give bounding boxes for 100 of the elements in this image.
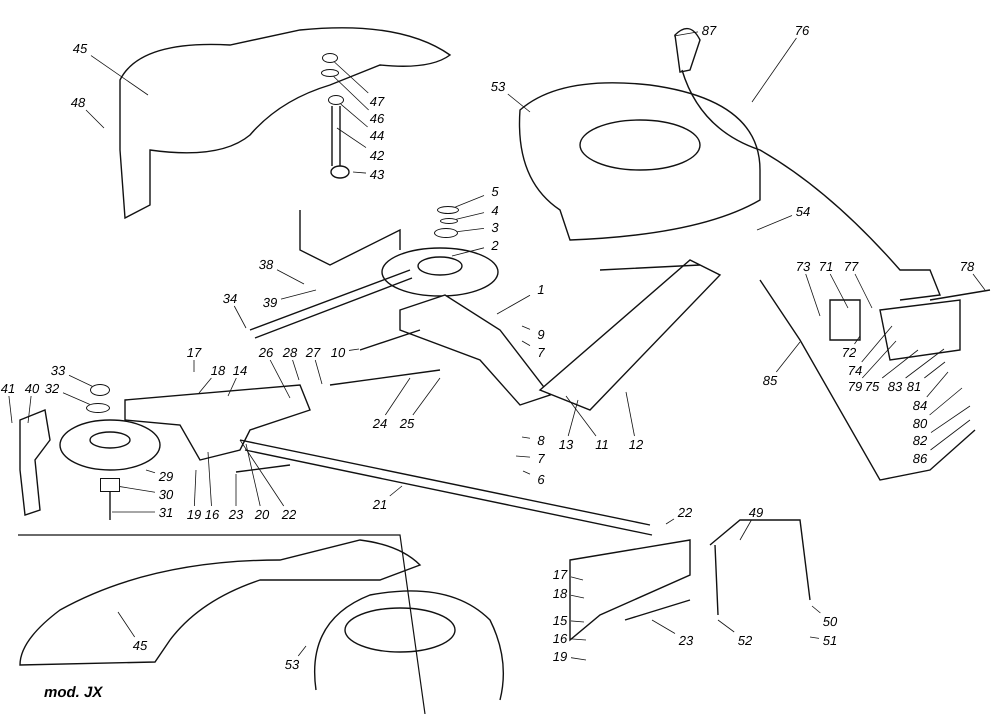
leader-line	[522, 470, 530, 474]
leader-line	[924, 362, 946, 378]
leader-line	[854, 336, 860, 344]
leader-line	[118, 612, 136, 638]
leader-line	[522, 326, 530, 330]
leader-line	[522, 436, 530, 439]
callout-number: 42	[366, 147, 388, 163]
callout-number: 80	[909, 415, 931, 431]
leader-line	[861, 326, 892, 362]
callout-number: 53	[487, 78, 509, 94]
leader-line	[298, 646, 306, 656]
leader-line	[830, 274, 848, 308]
leader-line	[333, 76, 370, 110]
callout-number: 46	[366, 110, 388, 126]
leader-line	[805, 274, 820, 316]
model-note: mod. JX	[44, 683, 102, 703]
leader-line	[389, 486, 402, 496]
callout-number: 87	[698, 22, 720, 38]
leader-line	[198, 378, 212, 394]
callout-number: 9	[530, 326, 552, 342]
callout-number: 44	[366, 127, 388, 143]
callout-number: 1	[530, 281, 552, 297]
leader-line	[776, 342, 800, 372]
callout-number: 4	[484, 202, 506, 218]
leader-line	[516, 456, 530, 458]
callout-number: 25	[396, 415, 418, 431]
leader-line	[570, 638, 586, 640]
leader-line	[930, 406, 970, 433]
leader-line	[740, 520, 752, 540]
callout-number: 6	[530, 471, 552, 487]
leader-line	[570, 657, 586, 660]
callout-number: 49	[745, 504, 767, 520]
callout-number: 22	[674, 504, 696, 520]
callout-number: 72	[838, 344, 860, 360]
callout-number: 52	[734, 632, 756, 648]
leader-line	[412, 378, 440, 416]
leader-line	[280, 290, 316, 300]
leader-line	[926, 372, 948, 398]
callout-number: 73	[792, 258, 814, 274]
leader-line	[570, 576, 584, 580]
washer-drawing	[328, 95, 344, 105]
leader-line	[810, 636, 820, 639]
leader-line	[119, 486, 156, 493]
callout-number: 84	[909, 397, 931, 413]
callout-number: 31	[155, 504, 177, 520]
leader-line	[626, 392, 635, 436]
callout-number: 8	[530, 432, 552, 448]
leader-line	[862, 340, 896, 378]
callout-number: 30	[155, 486, 177, 502]
callout-number: 2	[484, 237, 506, 253]
callout-number: 33	[47, 362, 69, 378]
callout-number: 78	[956, 258, 978, 274]
leader-line	[522, 340, 530, 346]
callout-number: 43	[366, 166, 388, 182]
callout-number: 74	[844, 362, 866, 378]
callout-number: 53	[281, 656, 303, 672]
callout-number: 48	[67, 94, 89, 110]
callout-number: 47	[366, 93, 388, 109]
callout-number: 22	[278, 506, 300, 522]
callout-number: 23	[225, 506, 247, 522]
leader-line	[882, 350, 918, 378]
leader-line	[194, 470, 196, 506]
leader-line	[234, 306, 246, 328]
leader-line	[454, 195, 484, 208]
leader-line	[456, 212, 484, 220]
leader-line	[972, 274, 986, 290]
callout-number: 81	[903, 378, 925, 394]
callout-number: 51	[819, 632, 841, 648]
leader-line	[929, 388, 962, 416]
callout-number: 20	[251, 506, 273, 522]
leader-line	[496, 294, 530, 314]
leader-line	[208, 452, 212, 506]
callout-number: 40	[21, 380, 43, 396]
callout-number: 82	[909, 432, 931, 448]
washer-drawing	[90, 384, 110, 396]
leader-line	[666, 518, 674, 524]
callout-number: 77	[840, 258, 862, 274]
leader-line	[68, 374, 93, 387]
leader-line	[314, 360, 322, 384]
leader-line	[340, 104, 368, 128]
callout-number: 50	[819, 613, 841, 629]
callout-number: 18	[549, 585, 571, 601]
leader-line	[568, 400, 578, 436]
callout-number: 16	[549, 630, 571, 646]
leader-line	[854, 274, 872, 308]
leader-line	[507, 94, 530, 112]
leader-line	[570, 594, 584, 598]
callout-number: 11	[591, 436, 613, 452]
callout-number: 23	[675, 632, 697, 648]
leader-line	[334, 62, 369, 94]
leader-line	[90, 55, 148, 96]
leader-line	[566, 396, 596, 436]
leader-line	[276, 269, 304, 284]
leader-line	[228, 378, 237, 396]
callout-number: 27	[302, 344, 324, 360]
callout-number: 10	[327, 344, 349, 360]
callout-number: 21	[369, 496, 391, 512]
leader-line	[384, 378, 410, 416]
callout-number: 12	[625, 436, 647, 452]
callout-number: 29	[155, 468, 177, 484]
